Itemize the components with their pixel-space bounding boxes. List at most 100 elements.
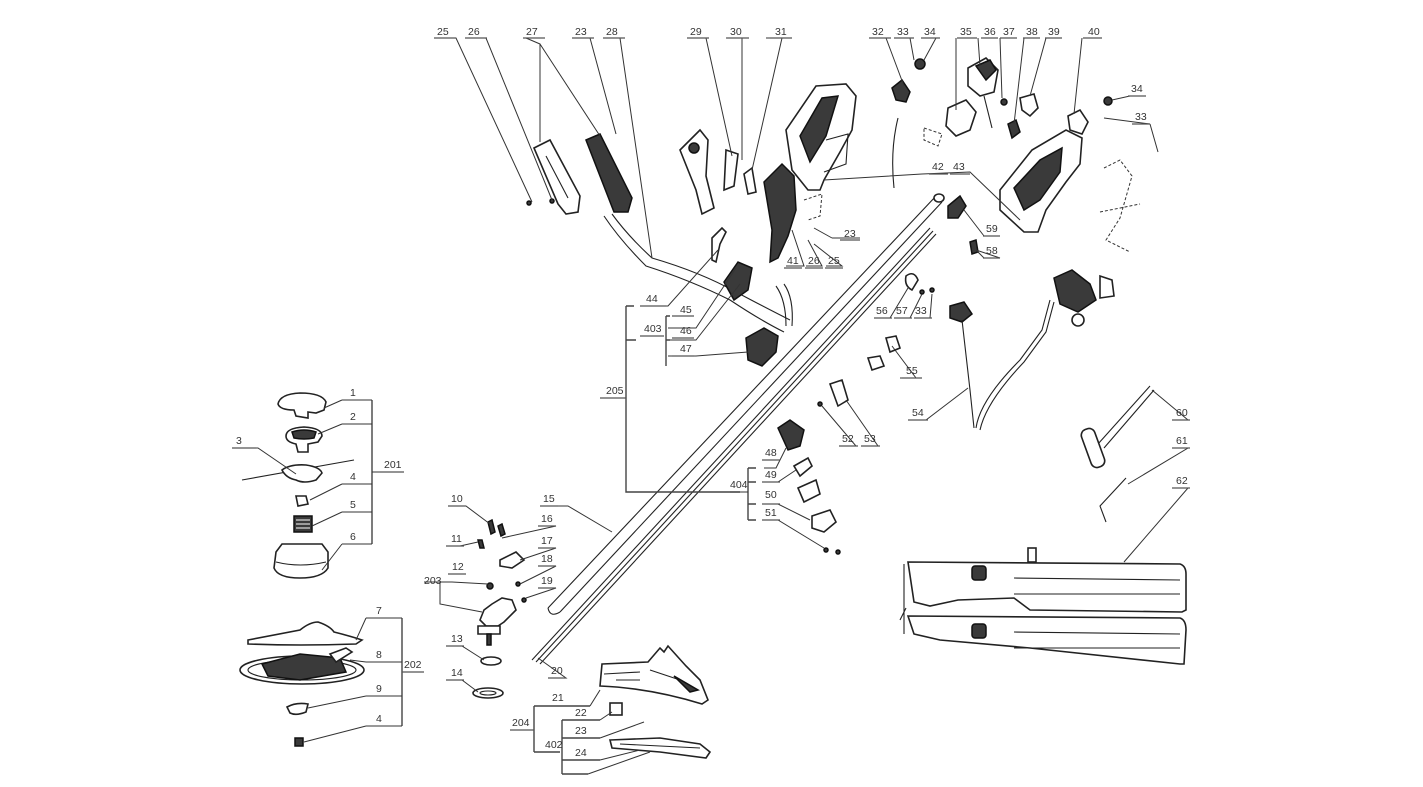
motor-components	[803, 57, 1141, 253]
callout-34: 34	[921, 26, 940, 39]
motor-housing-left	[785, 83, 857, 191]
drive-shaft	[531, 227, 937, 665]
motor-housing-right	[999, 129, 1083, 233]
part-number-label: 39	[1048, 26, 1060, 38]
part-number-label: 2	[350, 411, 356, 423]
blade-assembly	[239, 621, 365, 747]
part-number-label: 41	[787, 255, 799, 267]
assembly-number-label: 202	[404, 659, 422, 671]
callout-18: 18	[538, 553, 556, 567]
callout-47: 47	[672, 343, 694, 357]
part-number-label: 53	[864, 433, 876, 445]
assembly-number-label: 203	[424, 575, 442, 587]
assembly-number-label: 201	[384, 459, 402, 471]
part-number-label: 38	[1026, 26, 1038, 38]
callout-35: 35	[957, 26, 977, 39]
assembly-number-label: 205	[606, 385, 624, 397]
assembly-number-label: 403	[644, 323, 662, 335]
callout-49: 49	[762, 469, 780, 483]
callout-22: 22	[575, 707, 587, 719]
callout-33b: 33	[1132, 111, 1150, 125]
callout-40: 40	[1083, 26, 1102, 39]
callout-33: 33	[894, 26, 914, 39]
part-number-label: 10	[451, 493, 463, 505]
callout-56: 56	[874, 305, 892, 319]
callout-46: 46	[672, 325, 694, 339]
part-number-label: 23	[844, 228, 856, 240]
callout-29: 29	[687, 26, 709, 39]
part-number-label: 20	[551, 665, 563, 677]
part-number-label: 36	[984, 26, 996, 38]
part-number-label: 62	[1176, 475, 1188, 487]
callout-45: 45	[672, 304, 694, 317]
callout-59: 59	[983, 223, 1000, 237]
callout-6: 6	[350, 531, 356, 543]
part-number-label: 35	[960, 26, 972, 38]
part-number-label: 3	[236, 435, 242, 447]
callout-2: 2	[350, 411, 356, 423]
callout-11: 11	[446, 533, 464, 547]
part-number-label: 49	[765, 469, 777, 481]
callout-25b: 25	[825, 255, 843, 269]
part-number-label: 34	[924, 26, 936, 38]
part-number-label: 4	[376, 713, 382, 725]
part-number-label: 30	[730, 26, 742, 38]
part-number-label: 54	[912, 407, 924, 419]
part-number-label: 58	[986, 245, 998, 257]
callout-57: 57	[894, 305, 912, 319]
callout-9: 9	[376, 683, 382, 695]
callout-4b: 4	[376, 713, 382, 725]
callout-23c: 23	[840, 228, 860, 241]
handle-grips	[526, 133, 633, 215]
rear-handle-parts	[679, 128, 797, 264]
callout-402: 402	[545, 739, 563, 751]
callout-203: 203	[424, 575, 442, 587]
callout-32: 32	[869, 26, 891, 39]
gearhead-assembly	[472, 518, 527, 699]
part-number-label: 31	[775, 26, 787, 38]
callout-23: 23	[572, 26, 594, 39]
callout-16: 16	[538, 513, 556, 527]
part-number-label: 12	[452, 561, 464, 573]
clip-parts	[817, 272, 935, 408]
callout-54: 54	[908, 407, 928, 421]
callout-7: 7	[376, 605, 382, 617]
callout-33c: 33	[914, 305, 932, 319]
part-number-label: 11	[451, 533, 462, 545]
assembly-number-label: 404	[730, 479, 748, 491]
part-number-label: 6	[350, 531, 356, 543]
part-number-label: 15	[543, 493, 555, 505]
part-number-label: 56	[876, 305, 888, 317]
part-number-label: 7	[376, 605, 382, 617]
callout-51: 51	[762, 507, 780, 521]
part-number-label: 26	[468, 26, 480, 38]
callout-10: 10	[448, 493, 466, 507]
switch-parts	[947, 194, 979, 255]
callout-24: 24	[575, 747, 587, 759]
part-number-label: 19	[541, 575, 553, 587]
assembly-number-label: 204	[512, 717, 530, 729]
callout-30: 30	[727, 26, 749, 39]
part-number-label: 33	[1135, 111, 1147, 123]
part-number-label: 25	[437, 26, 449, 38]
callout-38: 38	[1023, 26, 1040, 39]
part-number-label: 48	[765, 447, 777, 459]
callout-1: 1	[350, 387, 356, 399]
part-number-label: 29	[690, 26, 702, 38]
part-number-label: 34	[1131, 83, 1143, 95]
part-number-label: 9	[376, 683, 382, 695]
part-number-label: 57	[896, 305, 908, 317]
callout-55: 55	[902, 365, 922, 379]
part-number-label: 13	[451, 633, 463, 645]
shaft-clamp-parts	[777, 419, 841, 555]
callout-28: 28	[603, 26, 625, 39]
callout-44: 44	[640, 293, 666, 307]
part-number-label: 8	[376, 649, 382, 661]
callout-3: 3	[232, 435, 256, 449]
callout-19: 19	[538, 575, 556, 589]
part-number-label: 17	[541, 535, 553, 547]
callout-60: 60	[1172, 407, 1190, 421]
part-number-label: 44	[646, 293, 658, 305]
callout-27: 27	[523, 26, 545, 39]
callout-5: 5	[350, 499, 356, 511]
